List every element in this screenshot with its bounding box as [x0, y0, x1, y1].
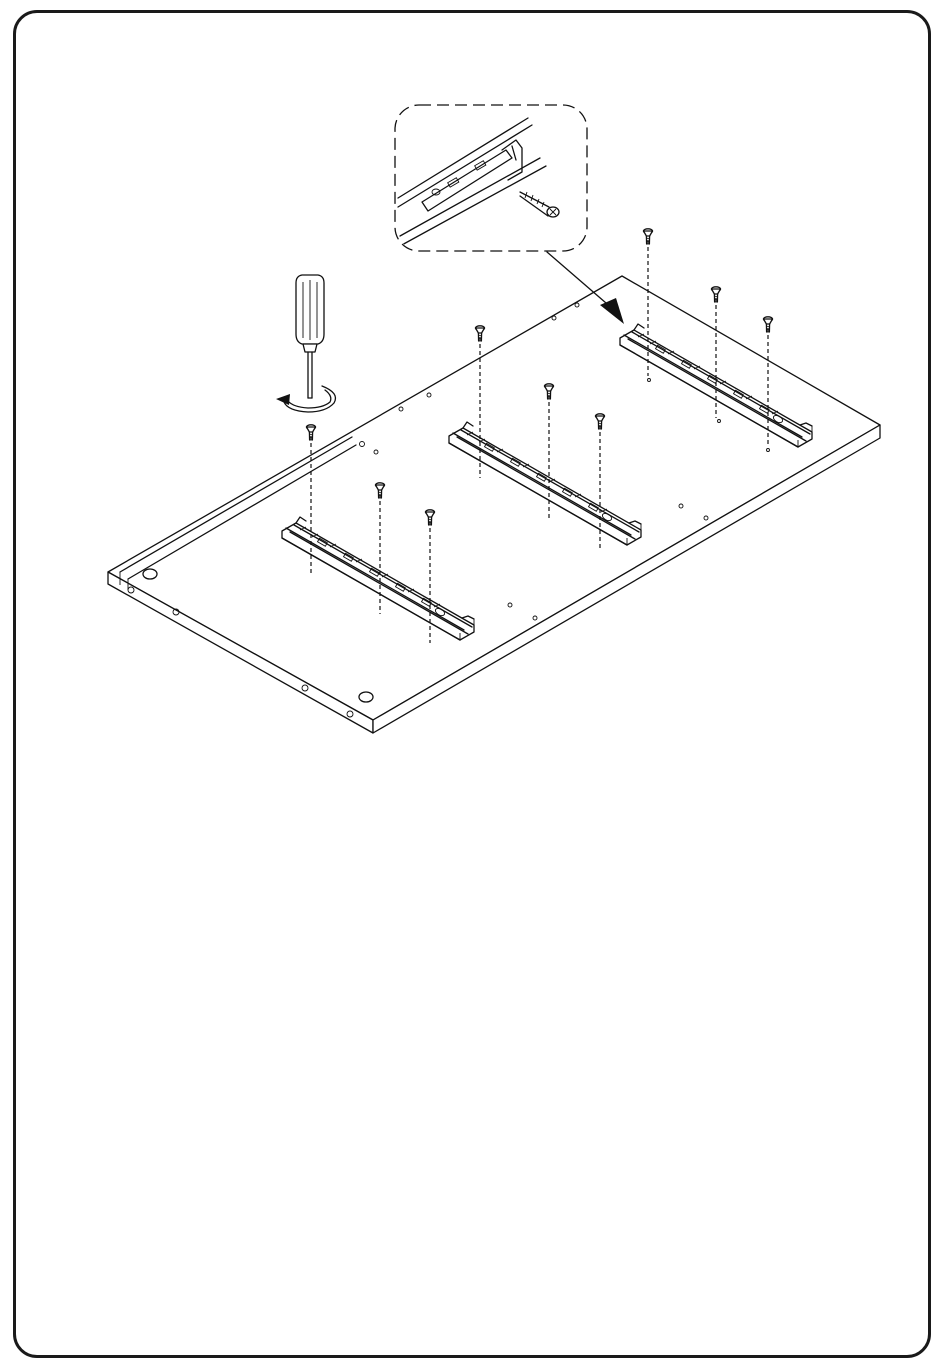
panel — [108, 276, 880, 733]
countersunk-screw-icon — [764, 317, 773, 332]
countersunk-screw-icon — [307, 425, 316, 440]
countersunk-screw-icon — [644, 229, 653, 244]
countersunk-screw-icon — [476, 326, 485, 341]
magnified-detail-icon — [395, 105, 624, 324]
clockwise-rotation-icon — [276, 386, 336, 412]
screwdriver-icon — [296, 275, 324, 398]
countersunk-screw-icon — [712, 287, 721, 302]
